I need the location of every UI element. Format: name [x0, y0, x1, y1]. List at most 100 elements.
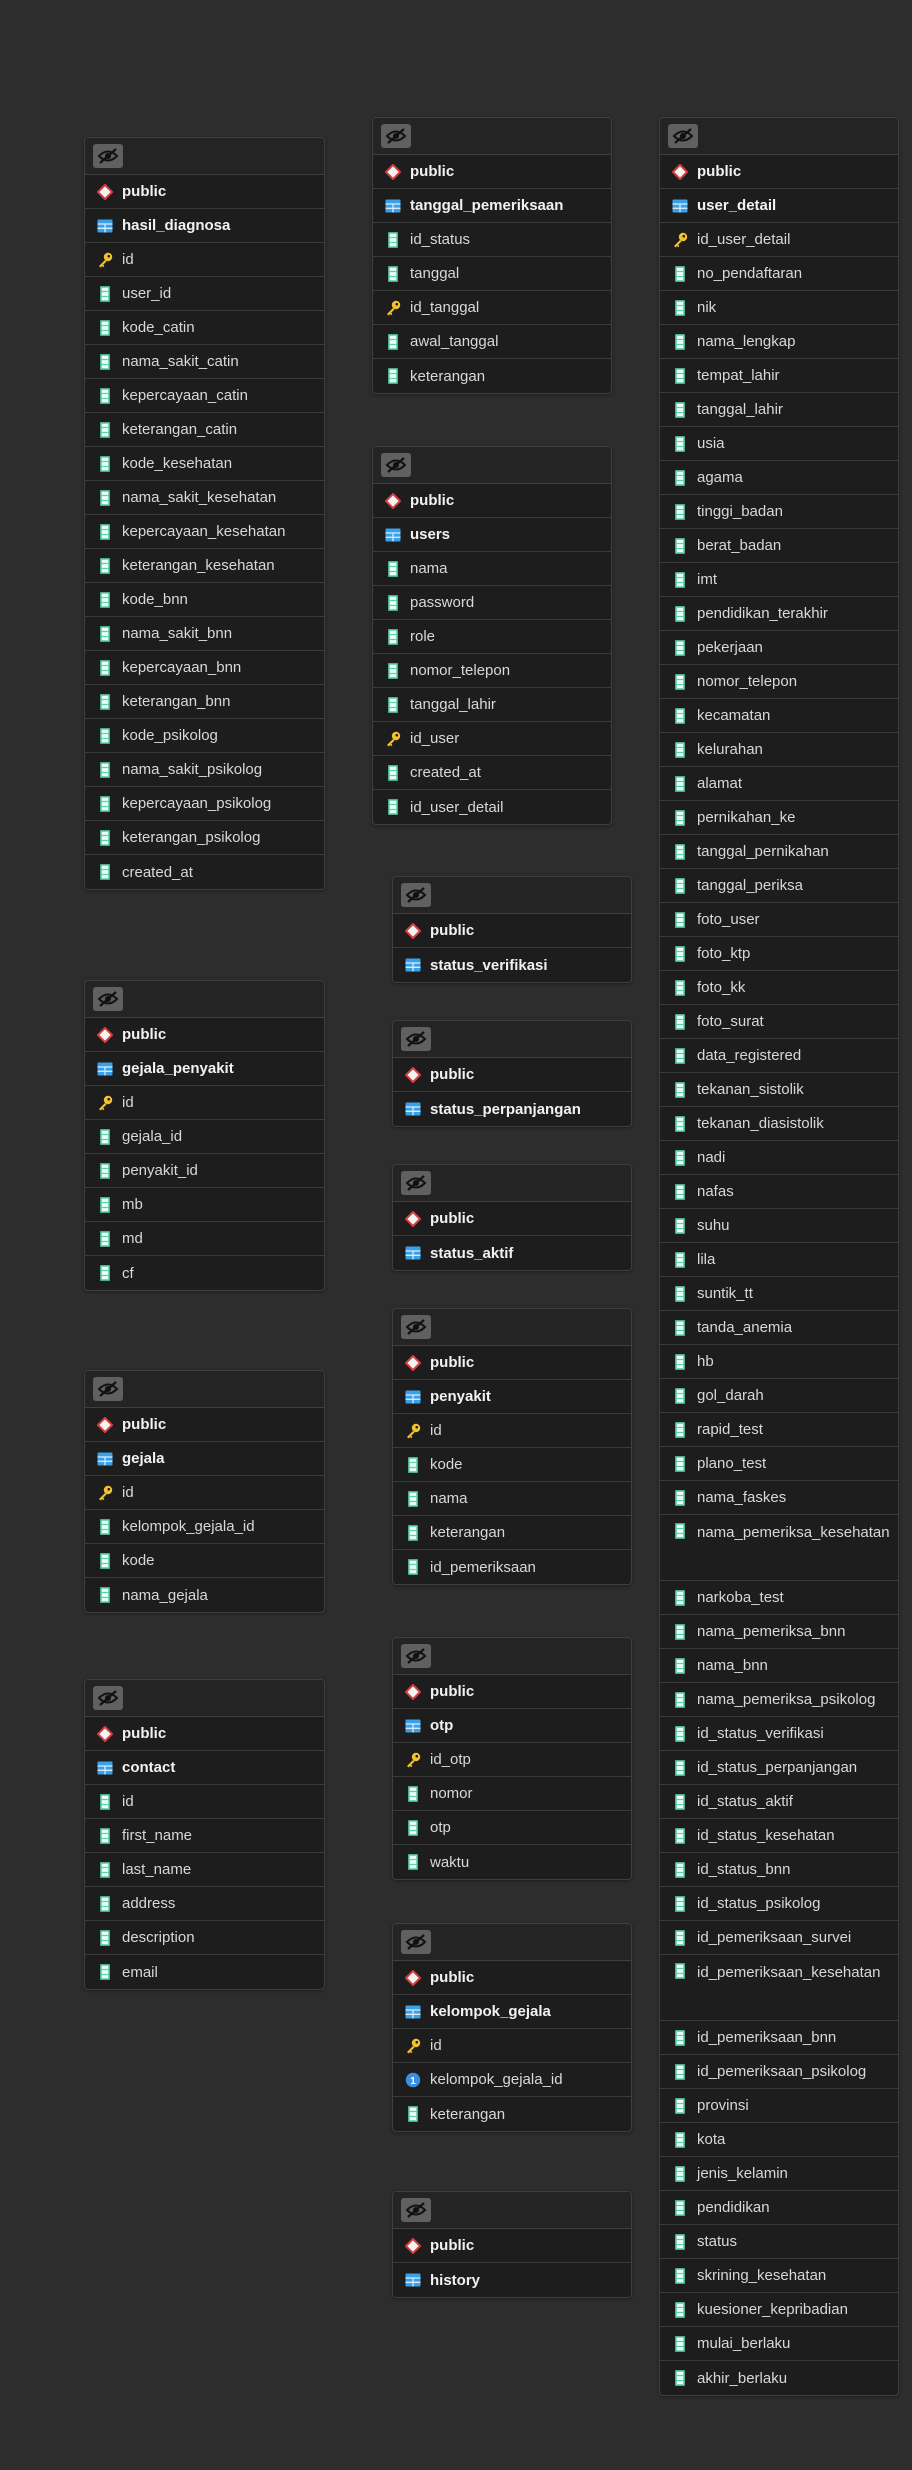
table-name-row[interactable]: status_aktif	[393, 1236, 631, 1270]
column-row[interactable]: kelurahan	[660, 733, 898, 767]
column-row[interactable]: nama	[393, 1482, 631, 1516]
column-row[interactable]: status	[660, 2225, 898, 2259]
table-name-row[interactable]: gejala_penyakit	[85, 1052, 324, 1086]
column-row[interactable]: tanggal_lahir	[373, 688, 611, 722]
eye-off-icon[interactable]	[401, 883, 431, 907]
column-row[interactable]: id_user_detail	[373, 790, 611, 824]
table-name-row[interactable]: penyakit	[393, 1380, 631, 1414]
table-name-row[interactable]: hasil_diagnosa	[85, 209, 324, 243]
column-row[interactable]: id_user_detail	[660, 223, 898, 257]
column-row[interactable]: otp	[393, 1811, 631, 1845]
column-row[interactable]: id_status	[373, 223, 611, 257]
eye-off-icon[interactable]	[381, 453, 411, 477]
column-row[interactable]: kepercayaan_psikolog	[85, 787, 324, 821]
column-row[interactable]: imt	[660, 563, 898, 597]
column-row[interactable]: keterangan	[393, 2097, 631, 2131]
column-row[interactable]: suntik_tt	[660, 1277, 898, 1311]
column-row[interactable]: kode_psikolog	[85, 719, 324, 753]
column-row[interactable]: kota	[660, 2123, 898, 2157]
column-row[interactable]: nomor_telepon	[660, 665, 898, 699]
column-row[interactable]: id_status_kesehatan	[660, 1819, 898, 1853]
column-row[interactable]: id	[85, 243, 324, 277]
column-row[interactable]: kelompok_gejala_id	[85, 1510, 324, 1544]
column-row[interactable]: waktu	[393, 1845, 631, 1879]
table-name-row[interactable]: user_detail	[660, 189, 898, 223]
column-row[interactable]: keterangan	[373, 359, 611, 393]
column-row[interactable]: nama	[373, 552, 611, 586]
table-name-row[interactable]: gejala	[85, 1442, 324, 1476]
column-row[interactable]: lila	[660, 1243, 898, 1277]
column-row[interactable]: akhir_berlaku	[660, 2361, 898, 2395]
column-row[interactable]: tekanan_diasistolik	[660, 1107, 898, 1141]
column-row[interactable]: tanggal	[373, 257, 611, 291]
column-row[interactable]: foto_kk	[660, 971, 898, 1005]
column-row[interactable]: id	[393, 1414, 631, 1448]
column-row[interactable]: pekerjaan	[660, 631, 898, 665]
column-row[interactable]: role	[373, 620, 611, 654]
column-row[interactable]: awal_tanggal	[373, 325, 611, 359]
column-row[interactable]: kuesioner_kepribadian	[660, 2293, 898, 2327]
column-row[interactable]: kode	[393, 1448, 631, 1482]
column-row[interactable]: kode	[85, 1544, 324, 1578]
table-name-row[interactable]: tanggal_pemeriksaan	[373, 189, 611, 223]
column-row[interactable]: address	[85, 1887, 324, 1921]
column-row[interactable]: nomor_telepon	[373, 654, 611, 688]
column-row[interactable]: tekanan_sistolik	[660, 1073, 898, 1107]
column-row[interactable]: foto_user	[660, 903, 898, 937]
column-row[interactable]: tanggal_periksa	[660, 869, 898, 903]
column-row[interactable]: created_at	[85, 855, 324, 889]
column-row[interactable]: keterangan_kesehatan	[85, 549, 324, 583]
column-row[interactable]: id_status_aktif	[660, 1785, 898, 1819]
column-row[interactable]: pendidikan	[660, 2191, 898, 2225]
column-row[interactable]: nama_pemeriksa_psikolog	[660, 1683, 898, 1717]
column-row[interactable]: description	[85, 1921, 324, 1955]
table-name-row[interactable]: status_verifikasi	[393, 948, 631, 982]
column-row[interactable]: md	[85, 1222, 324, 1256]
column-row[interactable]: data_registered	[660, 1039, 898, 1073]
column-row[interactable]: nomor	[393, 1777, 631, 1811]
column-row[interactable]: id	[85, 1476, 324, 1510]
table-name-row[interactable]: history	[393, 2263, 631, 2297]
column-row[interactable]: id_pemeriksaan	[393, 1550, 631, 1584]
column-row[interactable]: keterangan_psikolog	[85, 821, 324, 855]
column-row[interactable]: id_status_verifikasi	[660, 1717, 898, 1751]
column-row[interactable]: rapid_test	[660, 1413, 898, 1447]
column-row[interactable]: tinggi_badan	[660, 495, 898, 529]
column-row[interactable]: id	[393, 2029, 631, 2063]
eye-off-icon[interactable]	[401, 1315, 431, 1339]
column-row[interactable]: kode_bnn	[85, 583, 324, 617]
column-row[interactable]: nama_gejala	[85, 1578, 324, 1612]
column-row[interactable]: kepercayaan_kesehatan	[85, 515, 324, 549]
column-row[interactable]: last_name	[85, 1853, 324, 1887]
column-row[interactable]: pendidikan_terakhir	[660, 597, 898, 631]
table-name-row[interactable]: kelompok_gejala	[393, 1995, 631, 2029]
column-row[interactable]: skrining_kesehatan	[660, 2259, 898, 2293]
column-row[interactable]: email	[85, 1955, 324, 1989]
column-row[interactable]: user_id	[85, 277, 324, 311]
eye-off-icon[interactable]	[668, 124, 698, 148]
column-row[interactable]: agama	[660, 461, 898, 495]
column-row[interactable]: no_pendaftaran	[660, 257, 898, 291]
column-row[interactable]: id_status_perpanjangan	[660, 1751, 898, 1785]
column-row[interactable]: alamat	[660, 767, 898, 801]
eye-off-icon[interactable]	[381, 124, 411, 148]
column-row[interactable]: id	[85, 1785, 324, 1819]
column-row[interactable]: created_at	[373, 756, 611, 790]
column-row[interactable]: tanda_anemia	[660, 1311, 898, 1345]
eye-off-icon[interactable]	[93, 1377, 123, 1401]
column-row[interactable]: penyakit_id	[85, 1154, 324, 1188]
column-row[interactable]: id_otp	[393, 1743, 631, 1777]
column-row[interactable]: id_pemeriksaan_bnn	[660, 2021, 898, 2055]
column-row[interactable]: id_status_psikolog	[660, 1887, 898, 1921]
column-row[interactable]: tanggal_pernikahan	[660, 835, 898, 869]
column-row[interactable]: pernikahan_ke	[660, 801, 898, 835]
column-row[interactable]: gejala_id	[85, 1120, 324, 1154]
